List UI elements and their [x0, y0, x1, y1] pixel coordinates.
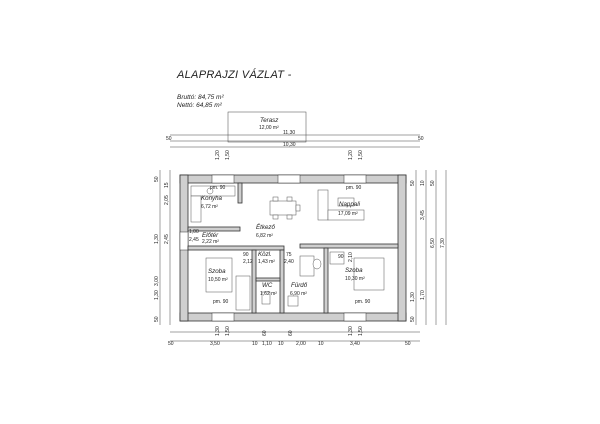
right-dimensions: 50 10 50 3,45 6,50 7,30 1,70 1,30 50: [410, 170, 447, 325]
dim-bottom-r2-3: 10: [252, 341, 258, 347]
dim-top-w150-left: 1,50: [225, 150, 231, 160]
label-pm90-living: pm. 90: [346, 185, 362, 191]
dim-bottom-r2-2: 3,50: [210, 341, 220, 347]
label-pm90-kitchen: pm. 90: [210, 185, 226, 191]
gross-area-label: Bruttó: 84,75 m²: [177, 94, 224, 101]
room-bath-name: Fürdő: [291, 282, 308, 289]
room-bath-area: 6,90 m²: [290, 291, 307, 297]
room-corridor-area: 1,43 m²: [258, 259, 275, 265]
dim-right-9: 50: [410, 316, 416, 322]
room-left-name: Szoba: [208, 268, 226, 275]
room-wc-area: 1,62 m²: [260, 291, 277, 297]
dim-left-2: 15: [164, 182, 170, 188]
dim-right-2: 10: [420, 180, 426, 186]
terrace-name: Terasz: [260, 117, 279, 124]
dim-bottom-r1-6: 1,50: [358, 326, 364, 336]
room-living-area: 17,09 m²: [338, 211, 358, 217]
outer-walls: [179, 174, 407, 322]
label-75: 75: [286, 252, 292, 258]
room-kitchen-area: 6,72 m²: [201, 204, 218, 210]
dim-left-7: 3,00: [154, 276, 160, 286]
dim-bottom-r2-7: 10: [318, 341, 324, 347]
dim-bottom-r1-1: 1,30: [215, 326, 221, 336]
room-dining-name: Étkező: [256, 224, 275, 231]
dim-bottom-r1-3: 60: [262, 330, 268, 336]
dim-top-w120-left: 1,20: [215, 150, 221, 160]
label-pm90-room-right: pm. 90: [355, 299, 371, 305]
room-corridor-name: Közl.: [258, 251, 272, 258]
dim-bottom-r2-5: 10: [278, 341, 284, 347]
room-living-name: Nappali: [339, 201, 361, 208]
label-210: 2,10: [348, 252, 354, 262]
room-labels: Konyha 6,72 m² Előtér 2,22 m² Étkező 6,8…: [201, 195, 365, 297]
room-dining-area: 6,82 m²: [256, 233, 273, 239]
dim-top-edge-right: 50: [418, 136, 424, 142]
room-right-name: Szoba: [345, 267, 363, 274]
dim-left-4: 1,30: [154, 234, 160, 244]
room-hall-name: Előtér: [202, 232, 219, 239]
dim-top-w150-right: 1,50: [358, 150, 364, 160]
bottom-dimensions: 1,30 1,50 60 60 1,30 1,50 50 3,50 10 1,1…: [168, 326, 420, 347]
dim-bottom-r1-4: 60: [288, 330, 294, 336]
net-area-label: Nettó: 64,85 m²: [177, 102, 223, 109]
label-240: 2,40: [284, 259, 294, 265]
room-hall-area: 2,22 m²: [202, 239, 219, 245]
dim-left-1: 50: [154, 176, 160, 182]
top-dimensions: 11,30 10,30 50 50 1,20 1,50 1,20 1,50: [166, 130, 424, 160]
dim-inner-width: 10,30: [283, 142, 296, 148]
dim-right-7: 1,70: [420, 290, 426, 300]
room-left-area: 10,50 m²: [208, 277, 228, 283]
dim-right-8: 1,30: [410, 292, 416, 302]
label-212-corridor: 2,12: [243, 259, 253, 265]
dim-top-edge-left: 50: [166, 136, 172, 142]
opening-labels: pm. 90 pm. 90 pm. 90 pm. 90 90 2,12 75 2…: [189, 185, 371, 305]
left-dimensions: 50 15 2,05 1,30 2,45 1,30 3,00 50: [154, 170, 171, 325]
furniture: [190, 185, 385, 311]
room-kitchen-name: Konyha: [201, 195, 223, 202]
label-90-right: 90: [338, 254, 344, 260]
dim-top-w120-right: 1,20: [348, 150, 354, 160]
dim-right-3: 50: [430, 180, 436, 186]
dim-right-6: 7,30: [440, 238, 446, 248]
dim-bottom-r2-1: 50: [168, 341, 174, 347]
label-245: 2,45: [189, 237, 199, 243]
dim-bottom-r2-6: 2,00: [296, 341, 306, 347]
dim-overall-width: 11,30: [283, 130, 295, 136]
label-100: 1,00: [189, 229, 199, 235]
plan-title: ALAPRAJZI VÁZLAT -: [176, 68, 292, 81]
dim-right-4: 3,45: [420, 210, 426, 220]
label-pm90-room-left: pm. 90: [213, 299, 229, 305]
dim-right-5: 6,50: [430, 238, 436, 248]
terrace-area: 12,00 m²: [259, 125, 279, 131]
dim-left-8: 50: [154, 316, 160, 322]
dim-bottom-r1-2: 1,50: [225, 326, 231, 336]
interior-walls: [187, 182, 399, 314]
room-right-area: 10,30 m²: [345, 276, 365, 282]
dim-bottom-r2-9: 50: [405, 341, 411, 347]
dim-left-6: 1,30: [154, 290, 160, 300]
label-90-corridor: 90: [243, 252, 249, 258]
dim-bottom-r1-5: 1,30: [348, 326, 354, 336]
room-wc-name: WC: [262, 282, 273, 289]
dim-left-3: 2,05: [164, 195, 170, 205]
terrace: Terasz 12,00 m²: [227, 111, 307, 143]
dim-bottom-r2-8: 3,40: [350, 341, 360, 347]
dim-left-5: 2,45: [164, 234, 170, 244]
dim-bottom-r2-4: 1,10: [262, 341, 272, 347]
dim-right-1: 50: [410, 180, 416, 186]
